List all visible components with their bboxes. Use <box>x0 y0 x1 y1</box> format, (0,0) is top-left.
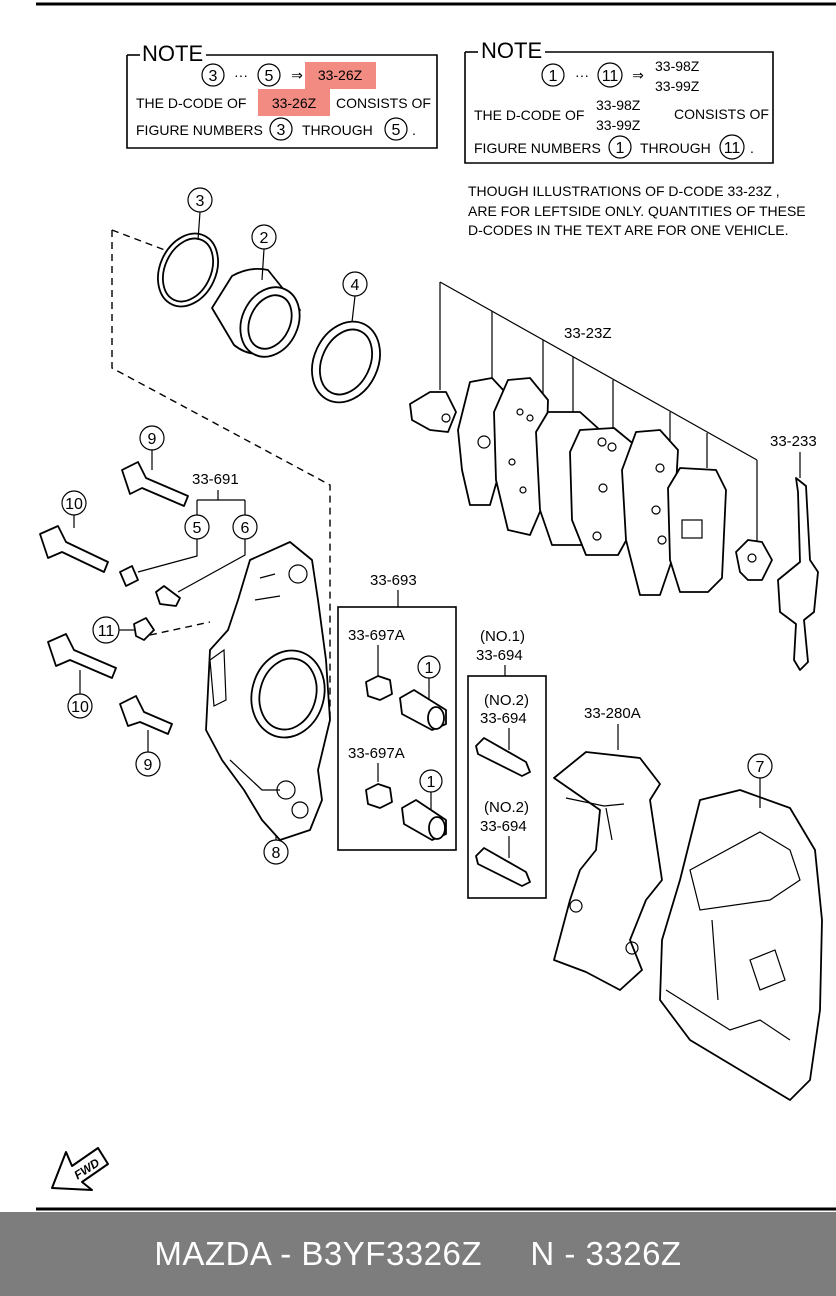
bolt-10-upper <box>39 525 109 573</box>
piston-seal <box>157 232 219 308</box>
caption-line3: D-CODES IN THE TEXT ARE FOR ONE VEHICLE. <box>468 222 789 238</box>
callout-3: 3 <box>196 193 205 210</box>
label-bleeder: 33-691 <box>192 471 239 488</box>
footer-bar: MAZDA - B3YF3326Z N - 3326Z <box>0 1212 836 1296</box>
callout-7: 7 <box>756 759 765 776</box>
note-left-arrow: ⇒ <box>291 67 303 83</box>
caption-line2: ARE FOR LEFTSIDE ONLY. QUANTITIES OF THE… <box>468 203 806 219</box>
note-right-range-to: 11 <box>602 68 619 85</box>
pad-set-leaders <box>439 281 758 545</box>
note-right-line3-end: . <box>750 140 754 156</box>
dust-shield <box>659 789 823 1101</box>
label-boot-b: 33-697A <box>348 745 405 762</box>
bolt-10-lower <box>47 633 117 679</box>
note-right-line3-to: 11 <box>724 140 741 157</box>
callout-8: 8 <box>272 845 281 862</box>
note-left-highlight-1 <box>305 62 376 89</box>
sleeve-b <box>401 799 447 841</box>
note-right-dcode-b: 33-99Z <box>655 78 700 94</box>
note-left-line3-to: 5 <box>392 122 401 139</box>
caption: THOUGH ILLUSTRATIONS OF D-CODE 33-23Z , … <box>468 183 806 238</box>
note-right-dcode-a: 33-98Z <box>655 58 700 74</box>
note-right-line3-from: 1 <box>616 140 625 157</box>
note-right-dots: ··· <box>575 67 589 83</box>
note-left-line3-mid: THROUGH <box>302 122 373 138</box>
callout-4: 4 <box>351 277 360 294</box>
pin-boot-a <box>365 675 393 701</box>
label-no2a-code: 33-694 <box>480 710 527 727</box>
part-number-footer: MAZDA - B3YF3326Z N - 3326Z <box>154 1235 682 1272</box>
bolt-9-upper <box>121 461 189 507</box>
callout-9a: 9 <box>148 431 157 448</box>
note-left-line3-from: 3 <box>277 122 286 139</box>
note-right-line2-dcode-a: 33-98Z <box>596 97 641 113</box>
note-left: NOTE 3 ··· 5 ⇒ 33-26Z THE D-CODE OF 33-2… <box>126 41 438 149</box>
guide-pin-box <box>467 675 547 899</box>
caliper-body <box>205 541 331 841</box>
note-left-dots: ··· <box>234 67 248 83</box>
dust-boot <box>311 320 381 404</box>
caption-line1: THOUGH ILLUSTRATIONS OF D-CODE 33-23Z , <box>468 183 780 199</box>
note-left-line2-prefix: THE D-CODE OF <box>136 95 246 111</box>
callout-1b: 1 <box>427 774 436 791</box>
brake-pads <box>409 377 773 596</box>
label-no2b-tag: (NO.2) <box>484 799 529 816</box>
note-right-range-from: 1 <box>549 68 558 85</box>
parts-diagram: NOTE 3 ··· 5 ⇒ 33-26Z THE D-CODE OF 33-2… <box>36 2 836 1211</box>
guide-pin-lower <box>475 847 531 887</box>
note-right-line2-dcode-b: 33-99Z <box>596 117 641 133</box>
bleeder-plug <box>133 617 155 641</box>
bolt-9-lower <box>119 695 173 735</box>
callout-10b: 10 <box>71 699 89 716</box>
label-no2a-tag: (NO.2) <box>484 692 529 709</box>
note-right-line3-prefix: FIGURE NUMBERS <box>474 140 601 156</box>
bleeder-cap <box>119 565 139 587</box>
caliper-bracket <box>553 751 663 991</box>
callout-2: 2 <box>260 230 269 247</box>
note-left-title: NOTE <box>142 41 203 66</box>
label-pin-set: 33-693 <box>370 572 417 589</box>
pin-boot-b <box>365 783 393 809</box>
note-right-line2-suffix: CONSISTS OF <box>674 106 769 122</box>
note-right-line2-prefix: THE D-CODE OF <box>474 107 584 123</box>
note-left-range-from: 3 <box>209 68 218 85</box>
callout-9b: 9 <box>144 757 153 774</box>
note-right-title: NOTE <box>481 38 542 63</box>
note-left-dcode: 33-26Z <box>318 67 363 83</box>
guide-pin-upper <box>475 737 531 777</box>
callout-10a: 10 <box>65 496 83 513</box>
label-boot-a: 33-697A <box>348 627 405 644</box>
callout-6: 6 <box>241 520 250 537</box>
sleeve-a <box>399 689 447 731</box>
label-pads: 33-23Z <box>564 325 612 342</box>
callout-1a: 1 <box>425 660 434 677</box>
note-left-line2-suffix: CONSISTS OF <box>336 95 431 111</box>
callout-5: 5 <box>193 520 202 537</box>
piston <box>211 267 301 358</box>
callout-11: 11 <box>98 623 115 640</box>
label-clip: 33-233 <box>770 433 817 450</box>
label-no2b-code: 33-694 <box>480 818 527 835</box>
label-no1-code: 33-694 <box>476 647 523 664</box>
fwd-arrow-icon: FWD <box>51 1147 109 1191</box>
pin-set-box <box>337 606 457 851</box>
note-left-range-to: 5 <box>265 68 274 85</box>
bleeder-screw <box>155 585 181 607</box>
note-right: NOTE 1 ··· 11 ⇒ 33-98Z 33-99Z THE D-CODE… <box>464 38 774 164</box>
note-left-highlight-2 <box>258 89 330 116</box>
label-no1-tag: (NO.1) <box>480 628 525 645</box>
note-left-line3-prefix: FIGURE NUMBERS <box>136 122 263 138</box>
note-right-line3-mid: THROUGH <box>640 140 711 156</box>
note-left-line2-dcode: 33-26Z <box>272 95 317 111</box>
note-left-line3-end: . <box>412 122 416 138</box>
note-right-arrow: ⇒ <box>632 67 644 83</box>
pad-spring-clip <box>777 477 819 671</box>
label-bracket: 33-280A <box>584 705 641 722</box>
